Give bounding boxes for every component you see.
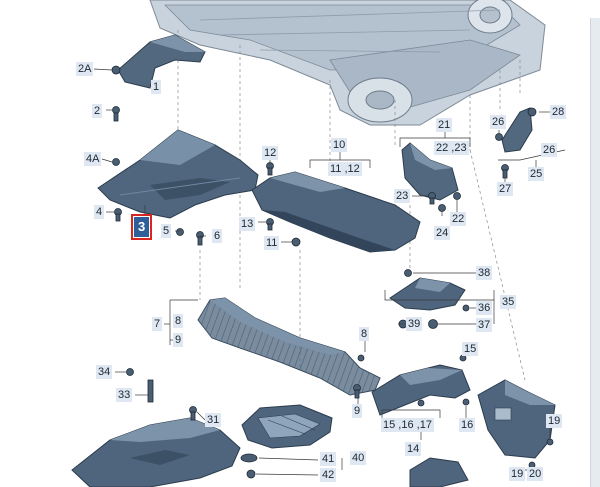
bracket-part-25[interactable] bbox=[501, 107, 533, 153]
scrollbar-track[interactable] bbox=[590, 18, 600, 487]
callout-26b[interactable]: 26 bbox=[541, 143, 558, 157]
shield-part-19[interactable] bbox=[477, 379, 556, 459]
callout-35[interactable]: 35 bbox=[500, 295, 517, 309]
callout-3-selected[interactable]: 3 bbox=[130, 214, 153, 240]
callout-8[interactable]: 8 bbox=[173, 314, 184, 328]
shield-part-3[interactable] bbox=[97, 129, 259, 219]
cover-part-40[interactable] bbox=[241, 404, 333, 449]
callout-11-12[interactable]: 11 ,12 bbox=[328, 162, 362, 176]
callout-41[interactable]: 41 bbox=[320, 452, 337, 466]
callout-27[interactable]: 27 bbox=[497, 182, 514, 196]
callout-10[interactable]: 10 bbox=[331, 138, 348, 152]
callout-26[interactable]: 26 bbox=[490, 115, 507, 129]
callout-22[interactable]: 22 bbox=[450, 212, 467, 226]
callout-1[interactable]: 1 bbox=[151, 80, 162, 94]
callout-19[interactable]: 19 bbox=[546, 414, 563, 428]
part-14-assembly[interactable] bbox=[371, 364, 471, 487]
callout-40[interactable]: 40 bbox=[350, 451, 367, 465]
callout-6[interactable]: 6 bbox=[212, 229, 223, 243]
callout-4[interactable]: 4 bbox=[94, 205, 105, 219]
callout-2[interactable]: 2 bbox=[92, 104, 103, 118]
callout-19-lower[interactable]: 19 bbox=[509, 467, 526, 481]
callout-2a[interactable]: 2A bbox=[76, 62, 94, 76]
callout-36[interactable]: 36 bbox=[476, 301, 493, 315]
callout-31[interactable]: 31 bbox=[205, 413, 222, 427]
callout-15[interactable]: 15 bbox=[462, 342, 479, 356]
callout-4a[interactable]: 4A bbox=[84, 152, 102, 166]
callout-22-23[interactable]: 22 ,23 bbox=[434, 141, 469, 155]
callout-20[interactable]: 20 bbox=[527, 467, 544, 481]
shield-part-31[interactable] bbox=[71, 417, 241, 487]
callout-14[interactable]: 14 bbox=[405, 442, 422, 456]
callout-33[interactable]: 33 bbox=[116, 388, 133, 402]
callout-28[interactable]: 28 bbox=[550, 105, 567, 119]
callout-23[interactable]: 23 bbox=[394, 189, 411, 203]
shield-part-10[interactable] bbox=[251, 171, 421, 253]
callout-38[interactable]: 38 bbox=[476, 266, 493, 280]
callout-11[interactable]: 11 bbox=[264, 236, 280, 250]
callout-24[interactable]: 24 bbox=[434, 226, 451, 240]
callout-21[interactable]: 21 bbox=[436, 118, 453, 132]
callout-39[interactable]: 39 bbox=[406, 317, 423, 331]
callout-34[interactable]: 34 bbox=[96, 365, 113, 379]
callout-5[interactable]: 5 bbox=[161, 224, 172, 238]
vehicle-underbody bbox=[149, 0, 546, 126]
callout-16[interactable]: 16 bbox=[459, 418, 476, 432]
callout-37[interactable]: 37 bbox=[476, 318, 493, 332]
callout-12[interactable]: 12 bbox=[262, 146, 279, 160]
callout-15-16-17[interactable]: 15 ,16 ,17 bbox=[381, 418, 434, 432]
callout-13[interactable]: 13 bbox=[239, 217, 256, 231]
heat-shield-7[interactable] bbox=[197, 297, 381, 396]
callout-9[interactable]: 9 bbox=[173, 333, 184, 347]
callout-7[interactable]: 7 bbox=[152, 317, 163, 331]
callout-42[interactable]: 42 bbox=[320, 468, 337, 482]
callout-8-right[interactable]: 8 bbox=[359, 327, 370, 341]
callout-9-right[interactable]: 9 bbox=[352, 404, 363, 418]
callout-25[interactable]: 25 bbox=[528, 167, 545, 181]
